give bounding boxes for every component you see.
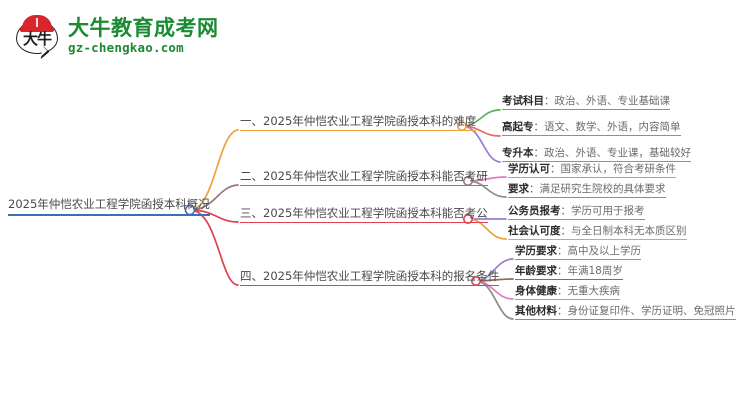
mindmap-leaf-node[interactable]: 其他材料：身份证复印件、学历证明、免冠照片 — [515, 306, 736, 320]
mindmap-branch-node-4[interactable]: 四、2025年仲恺农业工程学院函授本科的报名条件 — [240, 270, 500, 286]
mindmap-branch-node-1[interactable]: 一、2025年仲恺农业工程学院函授本科的难度 — [240, 115, 477, 131]
leaf-key: 要求 — [508, 183, 529, 195]
mindmap-leaf-node[interactable]: 高起专：语文、数学、外语，内容简单 — [502, 122, 681, 136]
node-dot-branch-2 — [462, 214, 473, 225]
mindmap-leaf-node[interactable]: 考试科目：政治、外语、专业基础课 — [502, 96, 670, 110]
mindmap-leaf-node[interactable]: 学历认可：国家承认，符合考研条件 — [508, 164, 676, 178]
logo-url: gz-chengkao.com — [68, 39, 184, 55]
leaf-key: 学历认可 — [508, 163, 550, 175]
leaf-key: 身体健康 — [515, 285, 557, 297]
leaf-value: ：无重大疾病 — [557, 285, 620, 297]
leaf-key: 其他材料 — [515, 305, 557, 317]
leaf-value: ：政治、外语、专业课，基础较好 — [533, 147, 692, 159]
mindmap-leaf-node[interactable]: 专升本：政治、外语、专业课，基础较好 — [502, 148, 691, 162]
mindmap-leaf-node[interactable]: 年龄要求：年满18周岁 — [515, 266, 623, 280]
mindmap-leaf-node[interactable]: 身体健康：无重大疾病 — [515, 286, 620, 300]
leaf-value: ：语文、数学、外语，内容简单 — [533, 121, 681, 133]
leaf-value: ：满足研究生院校的具体要求 — [529, 183, 666, 195]
logo-text-block: 大牛教育成考网 gz-chengkao.com — [68, 16, 219, 56]
logo-mark-text: 大牛 — [22, 30, 52, 48]
mindmap-leaf-node[interactable]: 学历要求：高中及以上学历 — [515, 246, 641, 260]
mindmap-leaf-node[interactable]: 公务员报考：学历可用于报考 — [508, 206, 645, 220]
leaf-value: ：学历可用于报考 — [560, 205, 645, 217]
leaf-value: ：与全日制本科无本质区别 — [560, 225, 687, 237]
mindmap-branch-node-2[interactable]: 二、2025年仲恺农业工程学院函授本科能否考研 — [240, 170, 488, 186]
leaf-value: ：政治、外语、专业基础课 — [544, 95, 670, 107]
leaf-key: 社会认可度 — [508, 225, 561, 237]
connector-root-branch-1 — [189, 184, 239, 211]
mindmap-root-node[interactable]: 2025年仲恺农业工程学院函授本科概况 — [8, 198, 210, 216]
mindmap-branch-node-3[interactable]: 三、2025年仲恺农业工程学院函授本科能否考公 — [240, 207, 488, 223]
connector-b3-leaf-3 — [475, 280, 514, 320]
leaf-key: 高起专 — [502, 121, 534, 133]
logo-bubble-icon: 大牛 — [14, 14, 60, 61]
leaf-value: ：高中及以上学历 — [557, 245, 641, 257]
leaf-key: 专升本 — [502, 147, 534, 159]
leaf-key: 公务员报考 — [508, 205, 561, 217]
leaf-key: 学历要求 — [515, 245, 557, 257]
leaf-key: 年龄要求 — [515, 265, 557, 277]
mindmap-leaf-node[interactable]: 要求：满足研究生院校的具体要求 — [508, 184, 666, 198]
red-cap-band — [20, 27, 54, 32]
leaf-value: ：国家承认，符合考研条件 — [550, 163, 676, 175]
leaf-key: 考试科目 — [502, 95, 544, 107]
leaf-value: ：身份证复印件、学历证明、免冠照片 — [557, 305, 736, 317]
logo-title: 大牛教育成考网 — [68, 15, 219, 40]
mindmap-leaf-node[interactable]: 社会认可度：与全日制本科无本质区别 — [508, 226, 687, 240]
connector-root-branch-0 — [189, 129, 239, 211]
connector-b0-leaf-2 — [461, 125, 501, 163]
leaf-value: ：年满18周岁 — [557, 265, 623, 277]
site-logo: 大牛 大牛教育成考网 gz-chengkao.com — [14, 10, 244, 62]
connector-root-branch-3 — [189, 209, 239, 286]
